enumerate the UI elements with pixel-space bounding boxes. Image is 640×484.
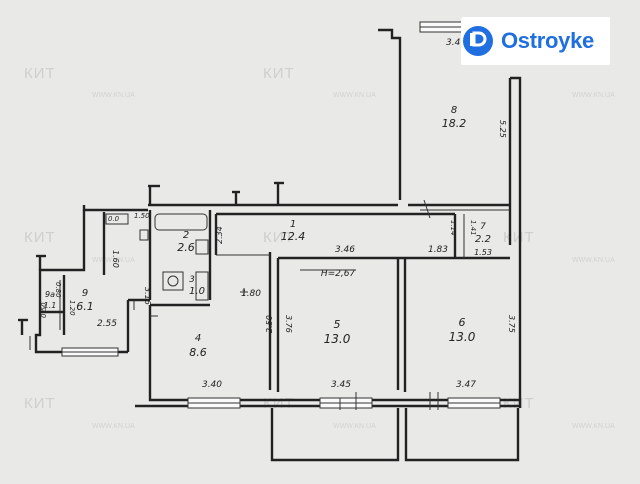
dimension-label: 1.14 bbox=[449, 220, 457, 236]
watermark-url: WWW.KN.UA bbox=[572, 423, 615, 430]
room-area: 12.4 bbox=[281, 230, 306, 243]
watermark-url: WWW.KN.UA bbox=[572, 257, 615, 264]
door-marks bbox=[29, 199, 439, 410]
watermark-url: WWW.KN.UA bbox=[572, 92, 615, 99]
watermark-text: КИТ bbox=[263, 65, 295, 82]
dimension-label: 1.20 bbox=[68, 300, 76, 316]
ostroyke-logo-icon bbox=[463, 26, 493, 56]
dimension-label: 1.80 bbox=[241, 289, 261, 299]
dimension-label: 5.25 bbox=[498, 120, 507, 138]
dimension-label: 2.50 bbox=[265, 315, 274, 333]
room-number: 6 bbox=[459, 316, 466, 329]
room-number: 5 bbox=[334, 318, 341, 331]
watermark-layer: КИТ КИТ КИТ КИТ КИТ КИТ КИТ КИТ WWW.KN.U… bbox=[24, 65, 615, 430]
dimension-label: 3.75 bbox=[507, 315, 516, 333]
windows bbox=[61, 21, 501, 409]
room-number: 2 bbox=[183, 230, 189, 241]
watermark-text: КИТ bbox=[263, 229, 295, 246]
fixtures bbox=[59, 209, 510, 330]
watermark-text: КИТ bbox=[24, 229, 56, 246]
dimension-label: 3.4 bbox=[446, 38, 461, 48]
room-area: 8.6 bbox=[189, 346, 207, 359]
watermark-url: WWW.KN.UA bbox=[92, 423, 135, 430]
fixture-label: 0.0 bbox=[108, 215, 120, 223]
dimension-label: 0.50 bbox=[40, 302, 48, 318]
room-area: 1.0 bbox=[189, 286, 205, 297]
dimension-label: 3.45 bbox=[331, 380, 351, 390]
dimension-labels: 3.40 3.45 3.47 3.46 1.83 1.53 1.80 2.55 … bbox=[40, 38, 516, 390]
watermark-url: WWW.KN.UA bbox=[333, 423, 376, 430]
dimension-label: 2.34 bbox=[215, 226, 224, 244]
room-number: 4 bbox=[195, 333, 201, 344]
watermark-url: WWW.KN.UA bbox=[92, 257, 135, 264]
room-number: 3 bbox=[189, 275, 195, 285]
dimension-label: 0.80 bbox=[54, 282, 62, 298]
room-area: 13.0 bbox=[324, 332, 351, 346]
dimension-label: 3.76 bbox=[284, 315, 293, 333]
room-area: 1.1 bbox=[44, 301, 57, 310]
room-number: 9 bbox=[82, 288, 88, 299]
watermark-url: WWW.KN.UA bbox=[333, 92, 376, 99]
dimension-label: 1.83 bbox=[428, 245, 448, 255]
room-number: 8 bbox=[451, 105, 457, 116]
room-number: 1 bbox=[290, 219, 296, 230]
room-area: 13.0 bbox=[449, 330, 476, 344]
dimension-label: 1.50 bbox=[134, 212, 150, 220]
room-area: 6.1 bbox=[76, 300, 94, 313]
room-number: 7 bbox=[480, 222, 486, 232]
room-number: 9a bbox=[45, 290, 55, 299]
watermark-text: КИТ bbox=[263, 395, 295, 412]
dimension-label: 1.60 bbox=[111, 250, 120, 268]
dimension-label: 3.16 bbox=[143, 287, 152, 305]
dimension-label: 1.41 bbox=[469, 220, 477, 236]
room-area: 2.6 bbox=[177, 241, 195, 254]
watermark-url: WWW.KN.UA bbox=[92, 92, 135, 99]
ceiling-height-label: H=2,67 bbox=[321, 269, 356, 279]
dimension-label: 3.40 bbox=[202, 380, 222, 390]
brand-logo-box: Ostroyke bbox=[461, 17, 610, 65]
brand-name: Ostroyke bbox=[501, 28, 594, 53]
watermark-text: КИТ bbox=[24, 65, 56, 82]
room-labels: 8 18.2 1 12.4 2 2.6 3 1.0 4 8.6 5 13.0 6… bbox=[44, 105, 491, 359]
dimension-label: 1.53 bbox=[474, 248, 492, 257]
room-area: 2.2 bbox=[475, 234, 491, 245]
dimension-label: 2.55 bbox=[97, 319, 117, 329]
room-area: 18.2 bbox=[442, 117, 467, 130]
dimension-label: 3.47 bbox=[456, 380, 476, 390]
watermark-text: КИТ bbox=[24, 395, 56, 412]
dimension-label: 3.46 bbox=[335, 245, 355, 255]
